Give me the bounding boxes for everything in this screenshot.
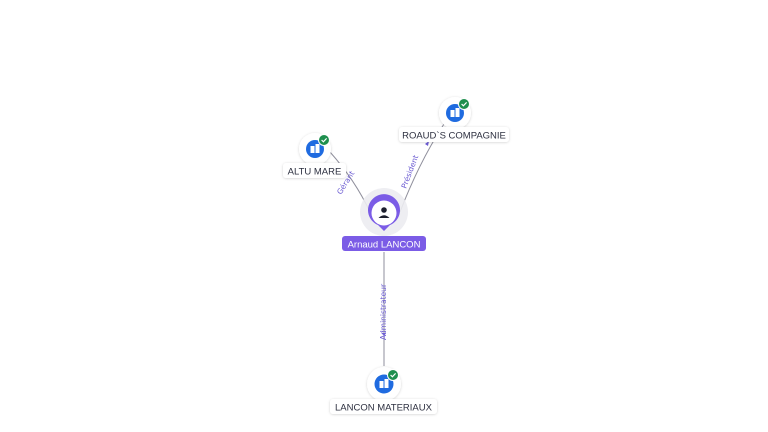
company-name-altumare: ALTU MARE [288,167,342,178]
company-node-altumare[interactable]: ALTU MARE [283,133,346,178]
company-name-lancon: LANCON MATERIAUX [335,403,433,414]
company-name-roauds: ROAUD`S COMPAGNIE [402,131,506,142]
check-icon [387,369,399,381]
edge-arrow-roauds [425,141,429,146]
check-icon [318,134,330,146]
edge-arrow-lancon [382,333,386,336]
person-name: Arnaud LANCON [348,240,421,251]
building-icon [374,374,394,394]
edge-label-lancon: Administrateur [379,283,388,340]
person-node[interactable]: Arnaud LANCON [342,188,426,251]
person-icon [378,207,390,218]
company-node-roauds[interactable]: ROAUD`S COMPAGNIE [399,97,509,142]
check-icon [458,98,470,110]
company-node-lancon[interactable]: LANCON MATERIAUX [330,367,437,414]
